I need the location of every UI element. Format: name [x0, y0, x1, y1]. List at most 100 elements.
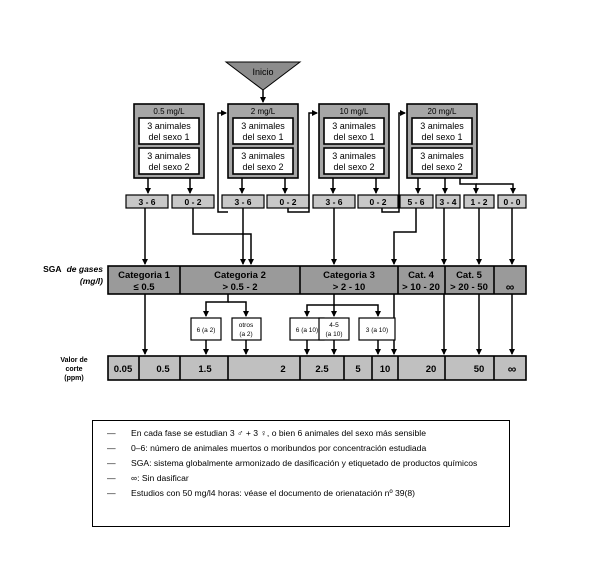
legend-text: 0–6: número de animales muertos o moribu… — [131, 443, 427, 453]
sex1-line2: del sexo 1 — [333, 132, 374, 142]
sex1-line2: del sexo 1 — [242, 132, 283, 142]
sex2-line2: del sexo 2 — [148, 162, 189, 172]
sex1-line1: 3 animales — [241, 121, 285, 131]
category-name: Categoria 2 — [214, 270, 266, 281]
cutoff-value: 0.05 — [114, 364, 133, 375]
outcome-label: 3 - 4 — [439, 197, 456, 207]
sex1-line2: del sexo 1 — [148, 132, 189, 142]
legend-dash: — — [107, 488, 116, 498]
outcome-label: 0 - 2 — [369, 197, 386, 207]
outcome-label: 0 - 2 — [184, 197, 201, 207]
svg-text:SGA de gases: SGA de gases — [43, 264, 103, 274]
concentration-group-3: 10 mg/L 3 animales del sexo 1 3 animales… — [318, 103, 390, 179]
cutoff-value: 1.5 — [198, 364, 212, 375]
concentration-group-1: 0.5 mg/L 3 animales del sexo 1 3 animale… — [133, 103, 205, 179]
outcome-label: 0 - 2 — [279, 197, 296, 207]
sex1-line2: del sexo 1 — [421, 132, 462, 142]
sex2-line1: 3 animales — [241, 151, 285, 161]
category-range: ≤ 0.5 — [133, 282, 155, 293]
cutoff-label-line: Valor de — [60, 357, 87, 364]
legend-dash: — — [107, 458, 116, 468]
legend-item: — SGA: sistema globalmente armonizado de… — [107, 458, 499, 469]
concentration-label: 2 mg/L — [251, 107, 276, 116]
concentration-group-4: 20 mg/L 3 animales del sexo 1 3 animales… — [406, 103, 478, 179]
cutoff-value: 0.5 — [156, 364, 170, 375]
concentration-label: 10 mg/L — [340, 107, 369, 116]
cutoff-value: 20 — [426, 364, 437, 375]
sex2-line2: del sexo 2 — [333, 162, 374, 172]
concentration-label: 0.5 mg/L — [153, 107, 185, 116]
category-name: Cat. 5 — [456, 270, 483, 281]
sub-outcome-box — [358, 317, 396, 341]
outcome-label: 3 - 6 — [234, 197, 251, 207]
cutoff-value: ∞ — [508, 362, 517, 376]
legend-dash: — — [107, 473, 116, 483]
concentration-label: 20 mg/L — [428, 107, 457, 116]
category-range: > 0.5 - 2 — [222, 282, 257, 293]
cutoff-value: 2.5 — [315, 364, 329, 375]
legend-text: En cada fase se estudian 3 ♂ + 3 ♀, o bi… — [131, 428, 426, 438]
sex2-line1: 3 animales — [147, 151, 191, 161]
sex2-line2: del sexo 2 — [242, 162, 283, 172]
sex2-line2: del sexo 2 — [421, 162, 462, 172]
category-name: Cat. 4 — [408, 270, 435, 281]
flowchart: Inicio 0.5 mg/L 3 animales del sexo 1 3 … — [43, 61, 527, 382]
outcome-label: 3 - 6 — [325, 197, 342, 207]
outcome-label: 1 - 2 — [470, 197, 487, 207]
start-node: Inicio — [224, 61, 302, 91]
sex1-line1: 3 animales — [147, 121, 191, 131]
cutoff-label-line: (ppm) — [64, 375, 83, 382]
legend-item: — ∞: Sin dasificar — [107, 473, 499, 484]
outcome-label: 0 - 0 — [503, 197, 520, 207]
sub-outcome-box — [318, 317, 350, 341]
sga-unit: (mg/l) — [80, 276, 103, 286]
cutoff-value: 2 — [280, 364, 285, 375]
legend-text: Estudios con 50 mg/l4 horas: véase el do… — [131, 488, 416, 498]
category-range: > 20 - 50 — [450, 282, 488, 293]
category-name: Categoria 1 — [118, 270, 170, 281]
legend-item: — 0–6: número de animales muertos o mori… — [107, 443, 499, 454]
concentration-group-2: 2 mg/L 3 animales del sexo 1 3 animales … — [227, 103, 299, 179]
sex1-line1: 3 animales — [420, 121, 464, 131]
sub-outcome-label: 6 (a 2) — [197, 327, 216, 334]
category-range: > 10 - 20 — [402, 282, 440, 293]
outcome-boxes: 3 - 6 0 - 2 3 - 6 0 - 2 3 - 6 0 - 2 5 - … — [125, 194, 527, 209]
category-name: Categoria 3 — [323, 270, 375, 281]
cutoff-value: 10 — [380, 364, 391, 375]
sga-label-text: SGA — [43, 264, 61, 274]
outcome-box — [357, 194, 399, 209]
cutoff-label-line: corte — [65, 366, 82, 373]
sub-outcome-label: 4-5 — [329, 322, 339, 329]
group-outcome-connectors — [145, 178, 516, 194]
legend-dash: — — [107, 428, 116, 438]
sub-outcome-box — [231, 317, 262, 341]
legend-text: ∞: Sin dasificar — [131, 473, 189, 483]
legend-item: — Estudios con 50 mg/l4 horas: véase el … — [107, 488, 499, 499]
cutoff-bar: 0.05 0.5 1.5 2 2.5 5 10 20 50 ∞ — [107, 355, 527, 381]
sub-outcome-label: 6 (a 10) — [296, 327, 318, 334]
sex1-line1: 3 animales — [332, 121, 376, 131]
sub-outcome-label: (a 2) — [239, 331, 252, 338]
cutoff-connectors — [142, 294, 515, 355]
outcome-box — [125, 194, 169, 209]
sub-outcome-box — [190, 317, 222, 341]
sex2-line1: 3 animales — [332, 151, 376, 161]
cutoff-label: Valor de corte (ppm) — [60, 357, 87, 382]
sub-outcome-label: otros — [239, 322, 254, 329]
sga-label: SGA de gases (mg/l) — [43, 264, 103, 286]
category-range: > 2 - 10 — [333, 282, 365, 293]
sub-outcome-boxes: 6 (a 2) otros (a 2) 6 (a 10) 4-5 (a 10) … — [190, 317, 396, 341]
sub-outcome-label: (a 10) — [326, 331, 343, 338]
legend-item: — En cada fase se estudian 3 ♂ + 3 ♀, o … — [107, 428, 499, 439]
sga-category-bar: Categoria 1 ≤ 0.5 Categoria 2 > 0.5 - 2 … — [107, 265, 527, 295]
cutoff-value: 50 — [474, 364, 485, 375]
sex2-line1: 3 animales — [420, 151, 464, 161]
sga-label-italic: de gases — [67, 264, 104, 274]
cutoff-value: 5 — [355, 364, 361, 375]
category-range: ∞ — [506, 280, 515, 294]
legend-dash: — — [107, 443, 116, 453]
outcome-label: 3 - 6 — [138, 197, 155, 207]
legend-text: SGA: sistema globalmente armonizado de d… — [131, 458, 478, 468]
outcome-connectors — [142, 110, 515, 265]
legend-box: — En cada fase se estudian 3 ♂ + 3 ♀, o … — [92, 420, 510, 527]
